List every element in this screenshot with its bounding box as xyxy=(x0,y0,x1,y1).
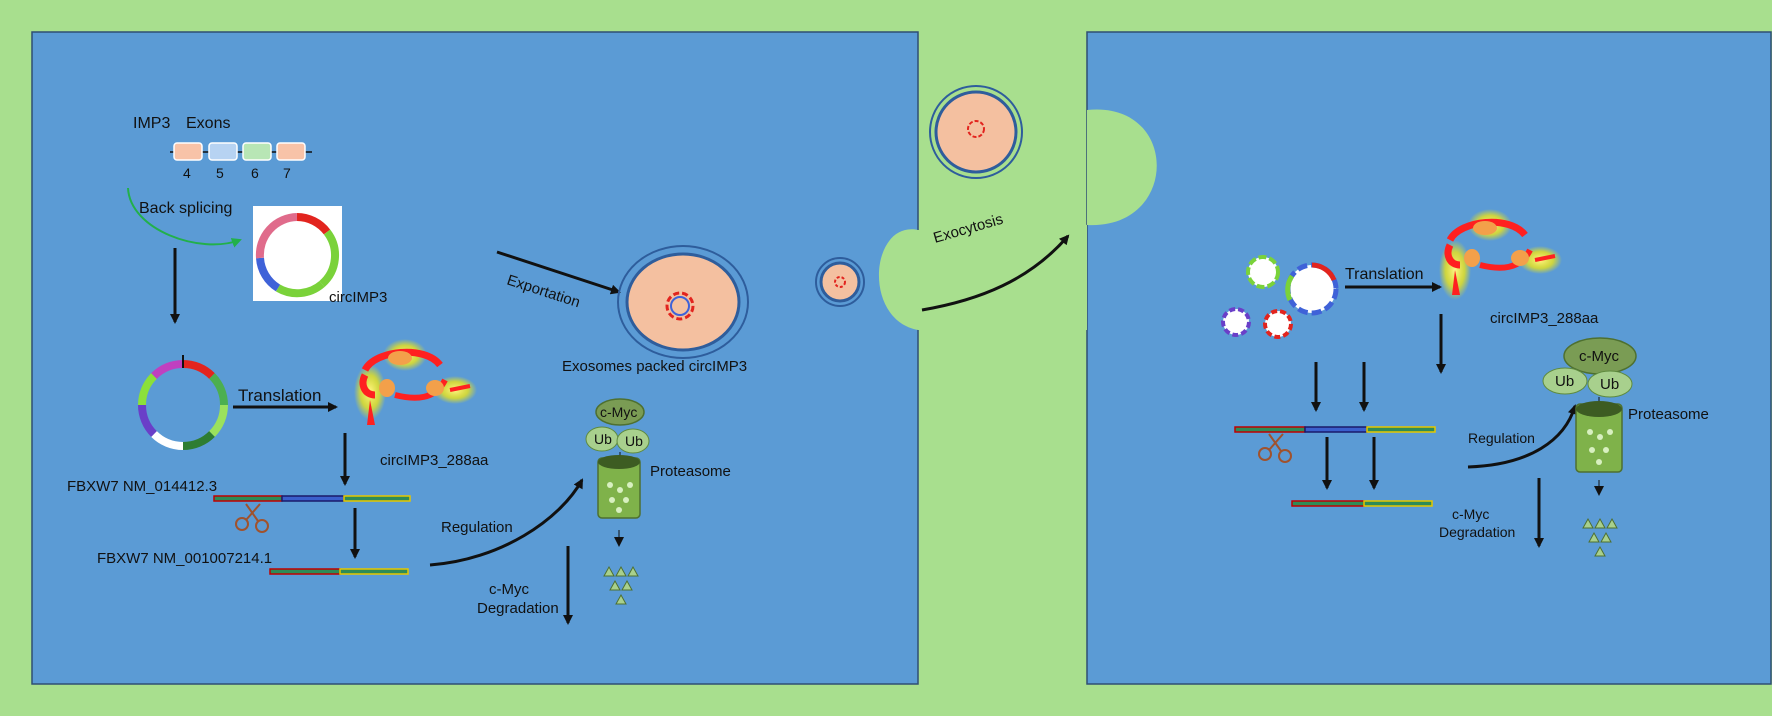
imp3-label: IMP3 xyxy=(133,115,170,132)
exon-6 xyxy=(242,142,272,161)
exosome-small xyxy=(815,257,865,307)
exocytosis-arrow xyxy=(921,234,1070,312)
cmyc-label-left: c-Myc xyxy=(600,404,637,420)
exportation-arrow xyxy=(496,250,621,295)
fbxw7-right-top-seg1 xyxy=(1234,426,1306,433)
proteasome-complex-left xyxy=(585,398,650,605)
back-splicing-curve xyxy=(127,187,242,248)
circimp3-map-panel xyxy=(253,206,342,301)
fbxw7-top-label: FBXW7 NM_014412.3 xyxy=(67,478,217,495)
fbxw7-bottom-label: FBXW7 NM_001007214.1 xyxy=(97,550,272,567)
circimp3-288aa-peptide-right xyxy=(1439,209,1562,300)
circrna-cluster-right xyxy=(1221,255,1339,339)
degradation-label-right-2: Degradation xyxy=(1439,524,1515,540)
peptide-label-left: circIMP3_288aa xyxy=(380,452,489,469)
exon-number-7: 7 xyxy=(283,165,291,181)
degradation-label-right-1: c-Myc xyxy=(1452,506,1489,522)
proteasome-complex-right xyxy=(1542,337,1637,557)
exon-4 xyxy=(173,142,203,161)
regulation-label-right: Regulation xyxy=(1468,430,1535,446)
regulation-label-left: Regulation xyxy=(441,519,513,536)
circrna-ring xyxy=(137,355,229,451)
circimp3-288aa-peptide-left xyxy=(354,339,477,425)
degradation-label-left-2: Degradation xyxy=(477,600,559,617)
exon-number-6: 6 xyxy=(251,165,259,181)
recipient-cell xyxy=(1086,31,1772,685)
fbxw7-right-top-seg3 xyxy=(1366,426,1436,433)
scissors-icon-right xyxy=(1258,433,1292,463)
ub-label-right-2: Ub xyxy=(1600,376,1619,393)
exon-5 xyxy=(208,142,238,161)
ub-label-right-1: Ub xyxy=(1555,373,1574,390)
fbxw7-right-bottom-seg2 xyxy=(1363,500,1433,507)
exosome-large xyxy=(617,245,749,359)
regulation-curve-left xyxy=(429,478,584,567)
translation-label-left: Translation xyxy=(238,386,321,405)
cmyc-label-right: c-Myc xyxy=(1579,348,1619,365)
ub-label-left-2: Ub xyxy=(625,433,643,449)
translation-label-right: Translation xyxy=(1345,266,1424,283)
proteasome-label-left: Proteasome xyxy=(650,463,731,480)
regulation-curve-right xyxy=(1467,404,1578,469)
degradation-label-left-1: c-Myc xyxy=(489,581,529,598)
fbxw7-bottom-seg1 xyxy=(269,568,341,575)
fbxw7-right-top-seg2 xyxy=(1304,426,1368,433)
peptide-label-right: circIMP3_288aa xyxy=(1490,310,1599,327)
circimp3-label: circIMP3 xyxy=(329,289,387,306)
circimp3-map xyxy=(255,213,340,298)
exosome-label: Exosomes packed circIMP3 xyxy=(562,358,747,375)
fbxw7-top-seg2 xyxy=(281,495,345,502)
ub-label-left-1: Ub xyxy=(594,431,612,447)
fbxw7-top-seg3 xyxy=(343,495,411,502)
back-splicing-label: Back splicing xyxy=(139,200,232,217)
fbxw7-top-seg1 xyxy=(213,495,283,502)
exons-label: Exons xyxy=(186,115,230,132)
fbxw7-right-bottom-seg1 xyxy=(1291,500,1365,507)
exon-7 xyxy=(276,142,306,161)
exon-number-4: 4 xyxy=(183,165,191,181)
scissors-icon-left xyxy=(235,503,269,533)
exon-number-5: 5 xyxy=(216,165,224,181)
exocytosis-membrane-bud xyxy=(878,109,1157,330)
proteasome-label-right: Proteasome xyxy=(1628,406,1709,423)
exosome-top xyxy=(929,85,1023,179)
donor-cell xyxy=(31,31,919,685)
fbxw7-bottom-seg2 xyxy=(339,568,409,575)
